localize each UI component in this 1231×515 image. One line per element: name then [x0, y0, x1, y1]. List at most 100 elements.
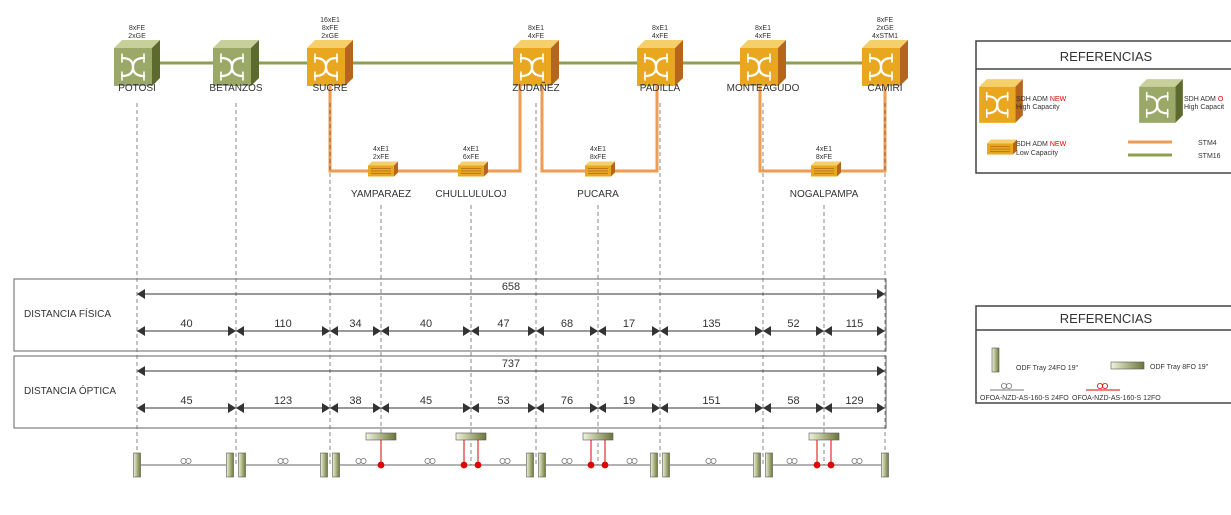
fiber-coil-icon	[355, 457, 367, 464]
segment-distance-label: 17	[623, 318, 635, 330]
odf-24fo-tray	[332, 452, 340, 478]
node-name-label: CAMIRI	[868, 83, 903, 94]
node-capacity-label: 16xE1	[320, 17, 340, 24]
node-capacity-label: 2xGE	[128, 33, 146, 40]
sdh-adm-node-5	[740, 40, 786, 86]
stm4-ring-sucre-zudanez	[328, 82, 522, 173]
odf-24fo-tray	[320, 452, 328, 478]
switch-arrows-icon	[868, 53, 894, 81]
stm16-label: STM16	[1198, 153, 1221, 160]
node-capacity-label: 8xE1	[755, 25, 771, 32]
node-capacity-label: 2xGE	[876, 25, 894, 32]
node-capacity-label: 2xGE	[321, 33, 339, 40]
switch-arrows-icon	[313, 53, 339, 81]
legend-low-capacity-icon	[987, 139, 1017, 155]
legend1-item3-line2: Low Capacity	[1016, 150, 1059, 157]
splice-point	[460, 461, 468, 469]
odf-8fo-icon	[1110, 361, 1145, 370]
optical-distance-box	[13, 355, 887, 429]
cable-12fo-icon	[1086, 382, 1120, 391]
segment-distance-label: 110	[274, 318, 292, 330]
odf-24fo-icon	[991, 347, 1000, 373]
odf-24fo-tray	[765, 452, 773, 478]
node-capacity-label: 8xE1	[528, 25, 544, 32]
odf-8fo-tray	[455, 432, 487, 441]
physical-distance-label: DISTANCIA FÍSICA	[24, 307, 111, 320]
sdh-adm-node-2	[307, 40, 353, 86]
guide-lines	[136, 103, 886, 465]
node-name-label: NOGALPAMPA	[790, 189, 859, 200]
segment-distance-label: 45	[420, 395, 432, 407]
cable24-label: OFOA-NZD-AS-160-S 24FO	[980, 395, 1069, 402]
segment-distance-label: 68	[561, 318, 573, 330]
odf-24fo-tray	[226, 452, 234, 478]
splice-point	[601, 461, 609, 469]
fiber-coil-icon	[851, 457, 863, 464]
node-capacity-label: 2xFE	[373, 154, 390, 161]
legend1-item2-line1: SDH ADM O	[1184, 96, 1224, 103]
legend-equipment: REFERENCIAS SDH ADM NEW High Capacity SD…	[975, 40, 1231, 174]
legend-existing-high-capacity-icon	[1139, 79, 1183, 123]
node-capacity-label: 4xSTM1	[872, 33, 898, 40]
node-name-label: MONTEAGUDO	[727, 83, 800, 94]
node-name-label: YAMPARAEZ	[351, 189, 411, 200]
node-capacity-label: 4xFE	[652, 33, 669, 40]
sdh-adm-node-3	[513, 40, 559, 86]
sdh-adm-node-4	[637, 40, 683, 86]
segment-distance-label: 129	[845, 395, 863, 407]
legend-fiber: REFERENCIAS ODF Tray 24FO 19" ODF Tray 8…	[975, 305, 1231, 404]
sdh-adm-low-node-2	[585, 161, 615, 177]
fiber-coil-icon	[180, 457, 192, 464]
total-distance-label: 658	[502, 281, 520, 293]
node-capacity-label: 4xFE	[755, 33, 772, 40]
sdh-adm-node-1	[213, 40, 259, 86]
segment-distance-label: 19	[623, 395, 635, 407]
node-name-label: ZUDAÑEZ	[512, 81, 559, 94]
optical-distance-label: DISTANCIA ÓPTICA	[24, 384, 116, 397]
splice-point	[474, 461, 482, 469]
legend1-title: REFERENCIAS	[1060, 49, 1153, 64]
node-capacity-label: 4xE1	[816, 146, 832, 153]
sdh-adm-low-node-1	[458, 161, 488, 177]
segment-distance-label: 38	[349, 395, 361, 407]
switch-arrows-icon	[985, 91, 1009, 118]
splice-point	[813, 461, 821, 469]
node-capacity-label: 6xFE	[463, 154, 480, 161]
switch-arrows-icon	[1145, 91, 1169, 118]
odf-8fo-tray	[808, 432, 840, 441]
fiber-coil-icon	[277, 457, 289, 464]
odf8-label: ODF Tray 8FO 19"	[1150, 364, 1209, 371]
segment-distance-label: 123	[274, 395, 292, 407]
legend1-item1-line2: High Capacity	[1016, 104, 1060, 111]
node-name-label: SUCRE	[312, 83, 347, 94]
segment-distance-label: 47	[497, 318, 509, 330]
odf-24fo-tray	[526, 452, 534, 478]
odf-8fo-tray	[582, 432, 614, 441]
node-name-label: PADILLA	[640, 83, 681, 94]
sdh-adm-low-node-0	[368, 161, 398, 177]
splice-point	[587, 461, 595, 469]
sdh-adm-node-0	[114, 40, 160, 86]
segment-distance-label: 53	[497, 395, 509, 407]
node-name-label: CHULLULULOJ	[435, 189, 506, 200]
odf-24fo-tray	[238, 452, 246, 478]
segment-distance-label: 45	[180, 395, 192, 407]
sdh-adm-low-node-3	[811, 161, 841, 177]
segment-distance-label: 34	[349, 318, 361, 330]
fiber-coil-icon	[561, 457, 573, 464]
physical-distance-box	[13, 278, 887, 352]
legend1-item2-line2: High Capacit	[1184, 104, 1224, 111]
switch-arrows-icon	[219, 53, 245, 81]
node-name-label: BETANZOS	[209, 83, 262, 94]
legend2-title: REFERENCIAS	[1060, 311, 1153, 326]
legend1-item1-line1: SDH ADM NEW	[1016, 96, 1067, 103]
cable-24fo-icon	[990, 382, 1024, 391]
segment-distance-label: 151	[702, 395, 720, 407]
fiber-coil-icon	[626, 457, 638, 464]
fiber-route	[133, 432, 889, 478]
segment-distance-label: 40	[420, 318, 432, 330]
splice-point	[377, 461, 385, 469]
